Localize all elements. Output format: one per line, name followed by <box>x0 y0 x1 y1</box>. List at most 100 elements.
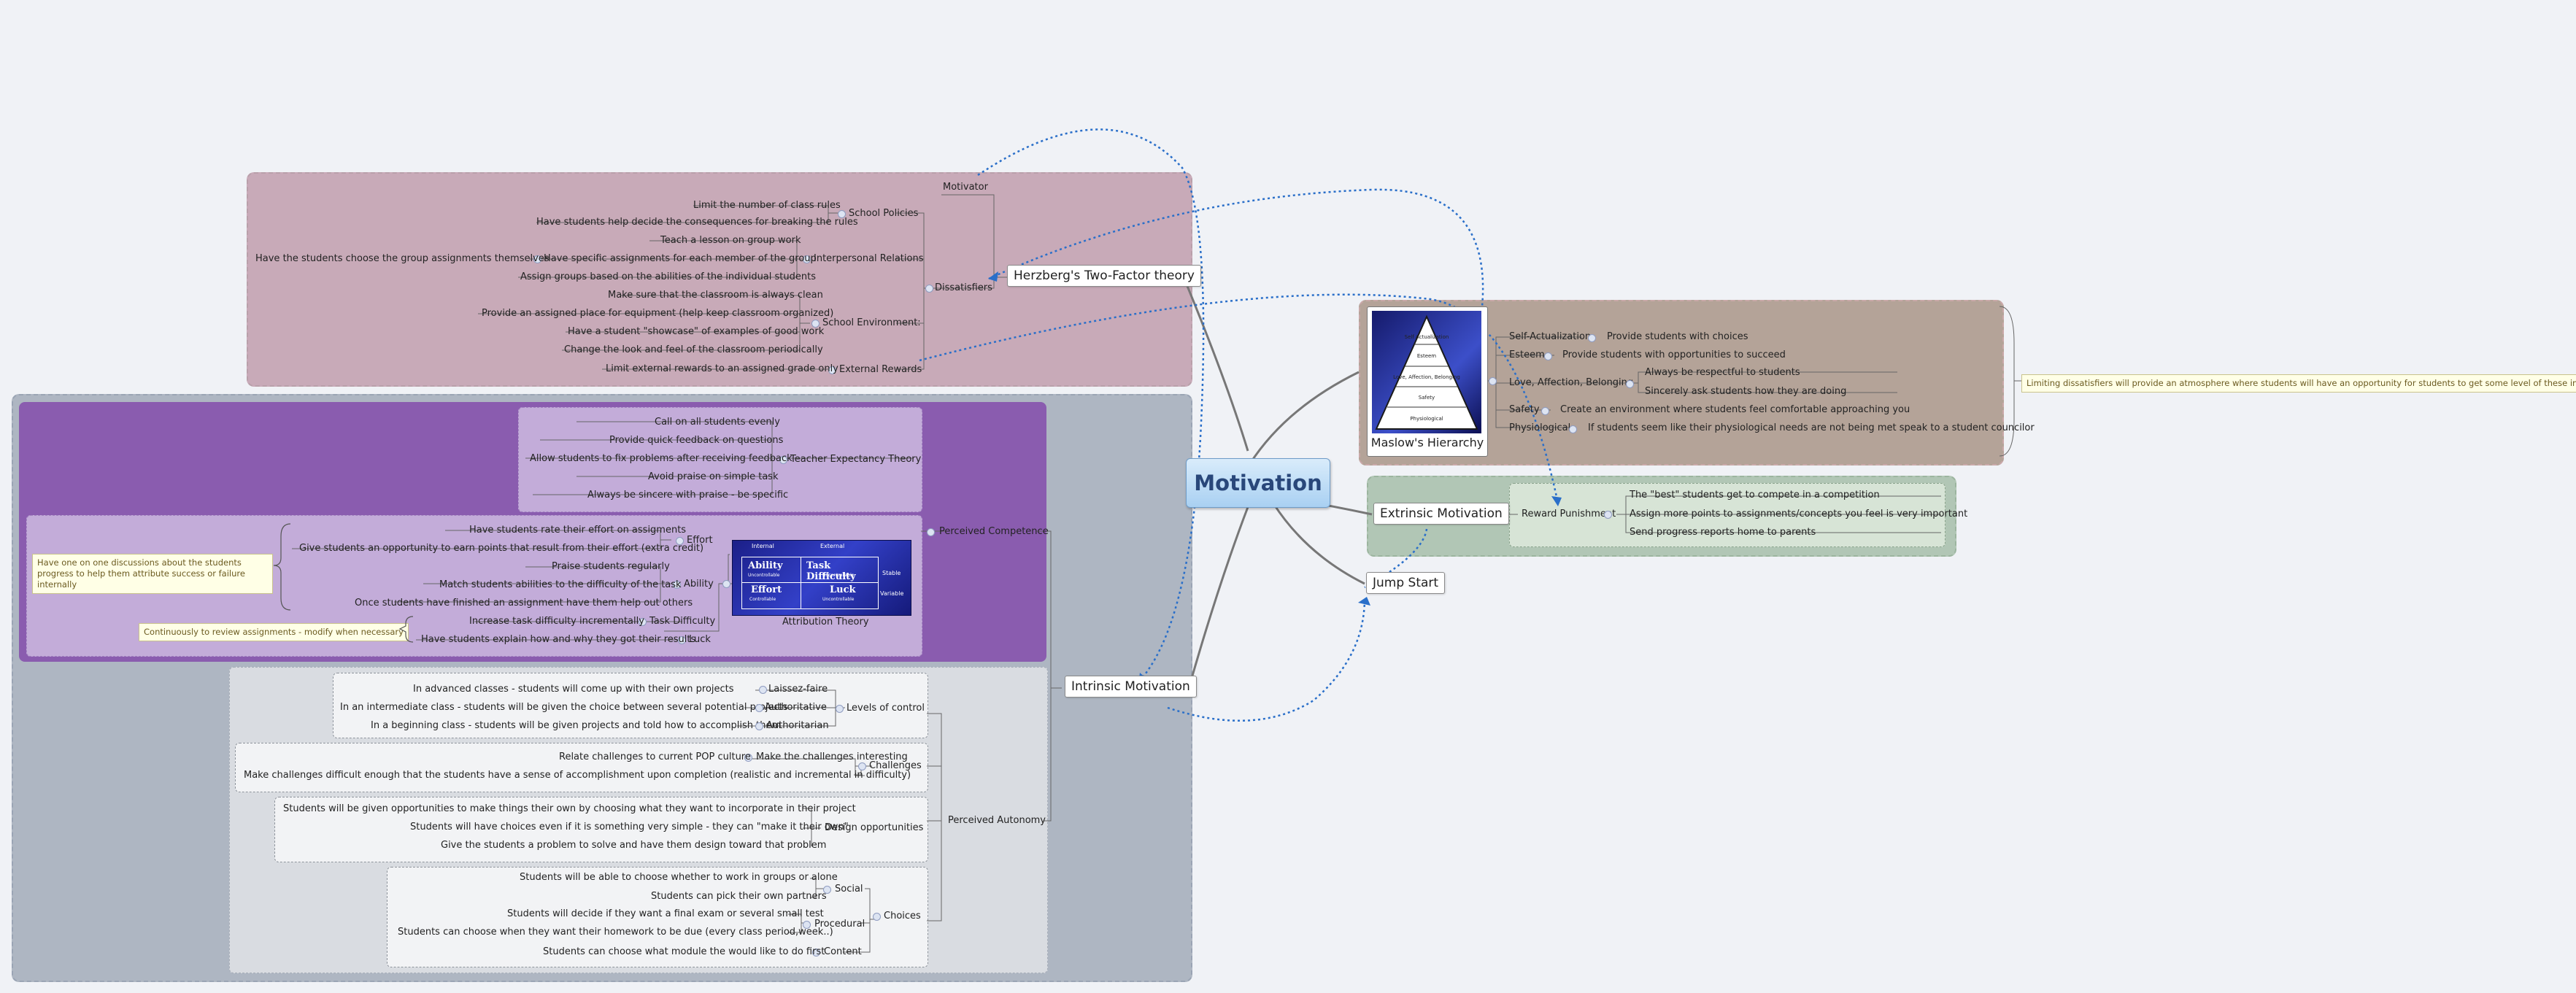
maslow-level-love[interactable]: Love, Affection, Belonging <box>1509 377 1634 388</box>
environment-label[interactable]: School Environment: <box>822 317 921 328</box>
tet-item-4[interactable]: Avoid praise on simple task <box>648 471 779 482</box>
tet-label[interactable]: Teacher Expectancy Theory <box>790 454 922 465</box>
motivator-label[interactable]: Motivator <box>943 182 988 193</box>
central-topic[interactable]: Motivation <box>1186 458 1330 508</box>
collapse-dot <box>836 705 844 713</box>
dissatisfiers-label[interactable]: Dissatisfiers <box>935 282 992 293</box>
extrinsic-node[interactable]: Extrinsic Motivation <box>1373 503 1509 525</box>
levels-style-3[interactable]: Authoritarian <box>766 720 829 731</box>
task-difficulty-label[interactable]: Task Difficulty <box>649 616 716 627</box>
maslow-item-safety[interactable]: Create an environment where students fee… <box>1560 404 1910 415</box>
choices-label[interactable]: Choices <box>884 911 921 921</box>
reward-punishment-label[interactable]: Reward Punishment <box>1522 509 1616 519</box>
tet-item-5[interactable]: Always be sincere with praise - be speci… <box>587 490 789 501</box>
challenges-item-2[interactable]: Make challenges difficult enough that th… <box>244 770 911 781</box>
maslow-summary-note[interactable]: Limiting dissatisfiers will provide an a… <box>2021 374 2576 393</box>
maslow-node[interactable]: Self Actualization Esteem Love, Affectio… <box>1367 306 1488 457</box>
social-item-2[interactable]: Students can pick their own partners <box>651 891 827 902</box>
grid-effort: Effort <box>751 584 782 595</box>
ability-item-1[interactable]: Praise students regularly <box>552 561 670 572</box>
design-item-3[interactable]: Give the students a problem to solve and… <box>441 840 827 851</box>
tet-item-3[interactable]: Allow students to fix problems after rec… <box>530 453 793 464</box>
extrinsic-item-1[interactable]: The "best" students get to compete in a … <box>1630 490 1880 501</box>
effort-item-1[interactable]: Have students rate their effort on assig… <box>469 525 687 536</box>
procedural-item-2[interactable]: Students can choose when they want their… <box>398 927 833 938</box>
interpersonal-label[interactable]: Interpersonal Relations <box>814 253 924 264</box>
collapse-dot <box>828 366 836 374</box>
maslow-level-safety[interactable]: Safety <box>1509 404 1540 415</box>
pyramid-label-self: Self Actualization <box>1405 334 1449 340</box>
env-item-2[interactable]: Provide an assigned place for equipment … <box>482 308 834 319</box>
note-one-on-one[interactable]: Have one on one discussions about the st… <box>32 554 273 594</box>
design-item-1[interactable]: Students will be given opportunities to … <box>283 803 856 814</box>
challenges-interest[interactable]: Make the challenges interesting <box>756 751 908 762</box>
levels-item-3[interactable]: In a beginning class - students will be … <box>371 720 782 731</box>
tet-item-2[interactable]: Provide quick feedback on questions <box>609 435 784 446</box>
perceived-competence-label[interactable]: Perceived Competence <box>939 526 1049 537</box>
maslow-item-love-1[interactable]: Always be respectful to students <box>1645 367 1800 378</box>
procedural-label[interactable]: Procedural <box>814 919 865 930</box>
ir-item-3[interactable]: Assign groups based on the abilities of … <box>520 271 816 282</box>
grid-task: Task Difficulty <box>806 560 856 582</box>
sp-item-2[interactable]: Have students help decide the consequenc… <box>536 217 858 228</box>
collapse-dot <box>1604 511 1612 519</box>
grid-stable: Stable <box>882 570 901 576</box>
content-item[interactable]: Students can choose what module the woul… <box>543 946 825 957</box>
grid-luck-sub: Uncontrollable <box>822 597 855 602</box>
levels-label[interactable]: Levels of control <box>847 703 925 714</box>
social-label[interactable]: Social <box>835 884 863 895</box>
school-policies-label[interactable]: School Policies <box>849 208 919 219</box>
challenges-item-1[interactable]: Relate challenges to current POP culture <box>559 751 751 762</box>
luck-item[interactable]: Have students explain how and why they g… <box>421 634 696 645</box>
extrinsic-item-2[interactable]: Assign more points to assignments/concep… <box>1630 509 1968 519</box>
env-item-1[interactable]: Make sure that the classroom is always c… <box>608 290 823 301</box>
content-label[interactable]: Content <box>824 946 862 957</box>
luck-label[interactable]: Luck <box>689 634 711 645</box>
sp-item-1[interactable]: Limit the number of class rules <box>693 200 841 211</box>
ability-item-2[interactable]: Match students abilities to the difficul… <box>439 579 682 590</box>
levels-style-1[interactable]: Laissez-faire <box>768 684 828 695</box>
td-item[interactable]: Increase task difficulty incrementally <box>469 616 644 627</box>
effort-item-2[interactable]: Give students an opportunity to earn poi… <box>299 543 704 554</box>
maslow-item-physio[interactable]: If students seem like their physiologica… <box>1588 422 2035 433</box>
ext-item[interactable]: Limit external rewards to an assigned gr… <box>606 363 838 374</box>
env-item-3[interactable]: Have a student "showcase" of examples of… <box>568 326 825 337</box>
collapse-dot <box>812 948 820 957</box>
ir-sub-item[interactable]: Have the students choose the group assig… <box>255 253 549 264</box>
herzberg-node[interactable]: Herzberg's Two-Factor theory <box>1007 265 1201 287</box>
ir-item-1[interactable]: Teach a lesson on group work <box>660 235 801 246</box>
note-review[interactable]: Continuously to review assignments - mod… <box>139 623 409 641</box>
social-item-1[interactable]: Students will be able to choose whether … <box>520 872 838 883</box>
intrinsic-node[interactable]: Intrinsic Motivation <box>1065 676 1197 698</box>
levels-item-2[interactable]: In an intermediate class - students will… <box>340 702 788 713</box>
perceived-autonomy-label[interactable]: Perceived Autonomy <box>948 815 1046 826</box>
effort-label[interactable]: Effort <box>687 535 713 546</box>
maslow-item-esteem[interactable]: Provide students with opportunities to s… <box>1562 349 1786 360</box>
ability-label[interactable]: Ability <box>684 579 714 590</box>
external-rewards-label[interactable]: External Rewards <box>839 364 922 375</box>
challenges-label[interactable]: Challenges <box>869 760 922 771</box>
attribution-grid[interactable]: Internal External Stable Variable Abilit… <box>732 540 911 616</box>
extrinsic-item-3[interactable]: Send progress reports home to parents <box>1630 527 1816 538</box>
tet-item-1[interactable]: Call on all students evenly <box>655 417 780 428</box>
design-label[interactable]: Design opportunities <box>825 822 924 833</box>
levels-item-1[interactable]: In advanced classes - students will come… <box>413 684 734 695</box>
ir-item-2[interactable]: Have specific assignments for each membe… <box>544 253 817 264</box>
env-item-4[interactable]: Change the look and feel of the classroo… <box>564 344 823 355</box>
pyramid-label-love: Love, Affection, Belonging <box>1393 374 1460 380</box>
maslow-item-self[interactable]: Provide students with choices <box>1607 331 1748 342</box>
attribution-label[interactable]: Attribution Theory <box>782 617 869 627</box>
maslow-level-physio[interactable]: Physiological <box>1509 422 1571 433</box>
design-item-2[interactable]: Students will have choices even if it is… <box>410 822 849 832</box>
grid-ability-sub: Uncontrollable <box>748 573 780 578</box>
ability-item-3[interactable]: Once students have finished an assignmen… <box>355 598 693 608</box>
maslow-level-esteem[interactable]: Esteem <box>1509 349 1545 360</box>
maslow-item-love-2[interactable]: Sincerely ask students how they are doin… <box>1645 386 1847 397</box>
procedural-item-1[interactable]: Students will decide if they want a fina… <box>507 908 824 919</box>
levels-style-2[interactable]: Authoritative <box>765 702 827 713</box>
maslow-level-self[interactable]: Self-Actualization <box>1509 331 1592 342</box>
collapse-dot <box>639 618 647 626</box>
jump-start-node[interactable]: Jump Start <box>1366 572 1446 594</box>
challenges-region <box>235 743 928 792</box>
